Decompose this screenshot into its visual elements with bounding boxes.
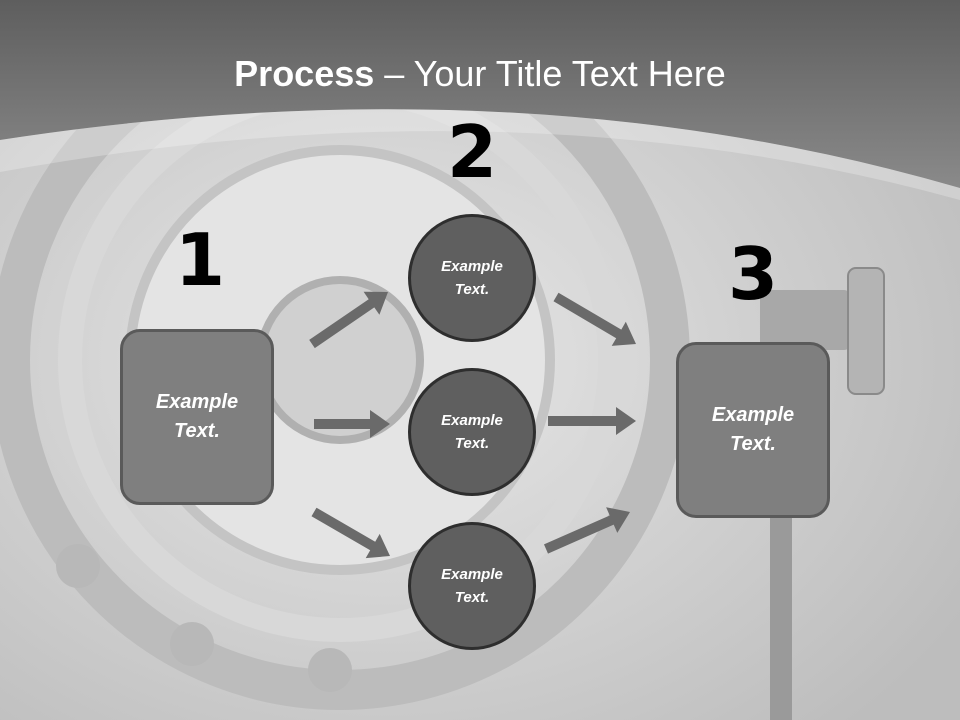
step-1-number: 1: [174, 218, 226, 302]
step-2-circle-middle: Example Text.: [408, 368, 536, 496]
step-3-number: 3: [727, 232, 779, 316]
title-rest: Your Title Text Here: [413, 53, 726, 94]
title-bold: Process: [234, 53, 375, 94]
step-2-number: 2: [446, 110, 498, 194]
arrow-middle-to-3: [548, 407, 636, 435]
flow-arrows: [309, 291, 636, 559]
arrow-top-to-3: [553, 292, 636, 346]
title-separator: –: [374, 53, 414, 94]
step-2-text-top: Example Text.: [441, 258, 503, 298]
step-2-text-bottom: Example Text.: [441, 566, 503, 606]
step-2-circle-bottom: Example Text.: [408, 522, 536, 650]
arrow-1-to-bottom: [311, 507, 390, 559]
arrow-1-to-middle: [314, 410, 390, 438]
step-2-circle-top: Example Text.: [408, 214, 536, 342]
step-3-text: Example Text.: [711, 404, 795, 455]
step-3-box: Example Text.: [676, 342, 830, 518]
page-title: Process – Your Title Text Here: [0, 52, 960, 96]
step-2-text-middle: Example Text.: [441, 412, 503, 452]
arrow-bottom-to-3: [544, 507, 630, 554]
step-1-box: Example Text.: [120, 329, 274, 505]
step-1-text: Example Text.: [155, 391, 239, 442]
arrow-1-to-top: [309, 291, 388, 349]
